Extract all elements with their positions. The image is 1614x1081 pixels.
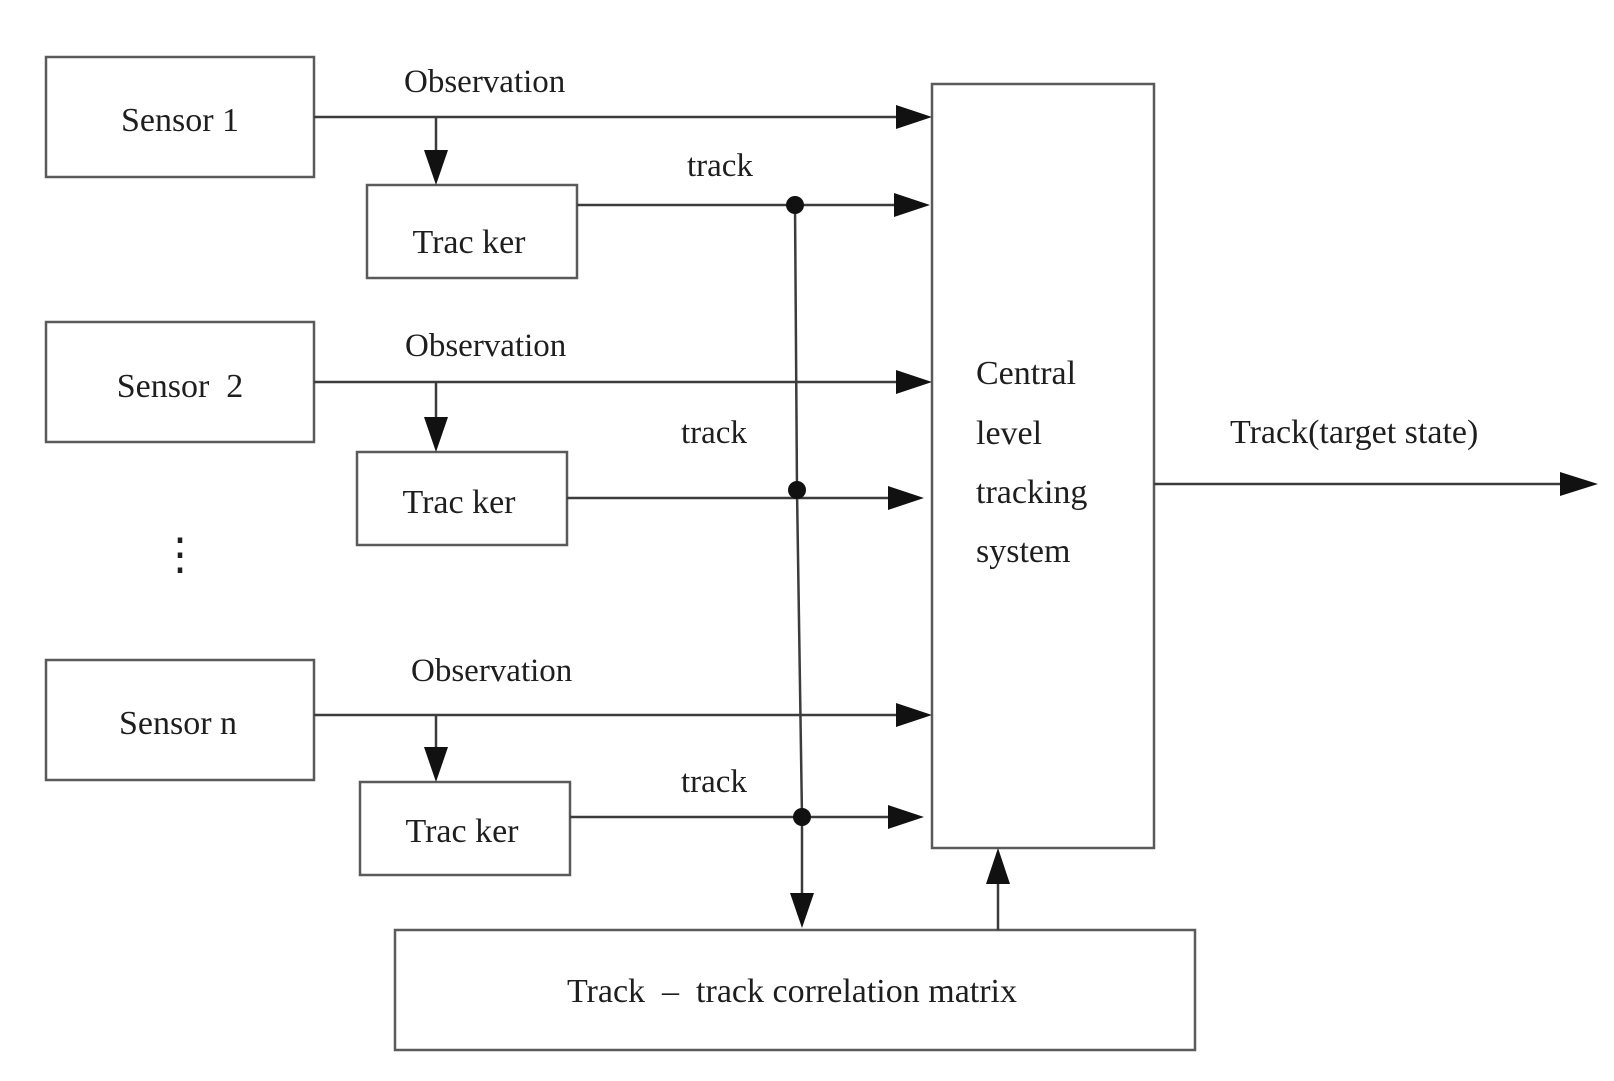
central-label-line-1: Central [976,355,1076,392]
observation-label-n: Observation [411,653,572,689]
sensor-1-to-tracker-arrow [424,150,448,185]
junction-dot-n [793,808,811,826]
tracker-n-label: Trac ker [406,813,520,850]
track-label-1: track [687,148,753,184]
sensor-1-label: Sensor 1 [121,102,239,139]
central-tracking-box [930,82,1156,850]
sensor-n-label: Sensor n [119,705,237,742]
observation-arrow-1 [896,105,932,129]
sensor-n-to-tracker-arrow [424,747,448,782]
sensor-ellipsis: ⋮ [158,530,202,579]
junction-dot-2 [788,481,806,499]
track-arrow-n [888,805,924,829]
correlation-matrix-label: Track – track correlation matrix [567,973,1017,1010]
central-label-line-4: system [976,533,1070,570]
tracker-n-box [358,780,572,877]
tracker-2-label: Trac ker [403,484,517,521]
track-collector-line [793,204,804,895]
junction-dot-1 [786,196,804,214]
central-label-line-3: tracking [976,474,1087,511]
matrix-to-central-arrow [986,848,1010,884]
sensor-n-box [44,658,316,782]
observation-arrow-n [896,703,932,727]
track-label-2: track [681,415,747,451]
observation-arrow-2 [896,370,932,394]
sensor-2-box [44,320,316,444]
sensor-2-to-tracker-arrow [424,417,448,452]
tracker-1-box [365,183,579,280]
collector-arrow [790,893,814,928]
central-label-line-2: level [976,415,1042,452]
tracker-1-label: Trac ker [413,224,527,261]
track-arrow-1 [894,193,930,217]
output-label: Track(target state) [1230,414,1478,451]
tracker-2-box [355,450,569,547]
observation-label-2: Observation [405,328,566,364]
sensor-2-label: Sensor 2 [117,368,244,405]
track-arrow-2 [888,486,924,510]
output-arrow [1560,472,1598,496]
observation-label-1: Observation [404,64,565,100]
track-label-n: track [681,764,747,800]
correlation-matrix-box [393,928,1197,1052]
sensor-1-box [44,55,316,179]
